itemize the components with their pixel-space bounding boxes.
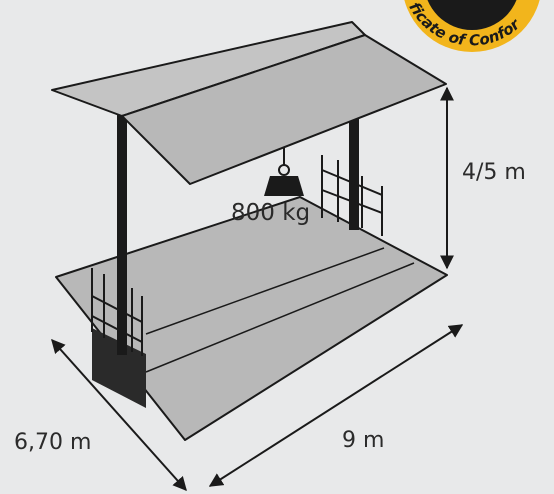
rear-guardrail (321, 155, 383, 236)
roof-right-panel (121, 34, 447, 185)
height-label: 4/5 m (462, 160, 526, 185)
load-label: 800 kg (231, 200, 311, 226)
floor-inner-line (145, 262, 415, 373)
weight-icon (264, 148, 304, 196)
depth-label: 6,70 m (14, 430, 92, 455)
floor-inner-line (145, 247, 385, 335)
width-label: 9 m (342, 428, 385, 453)
certificate-badge: ficate of Confor (404, 0, 540, 52)
front-post (117, 115, 127, 355)
width-dimension-arrow (208, 324, 464, 487)
rear-post (349, 118, 359, 230)
depth-dimension-arrow (51, 338, 187, 492)
floor-platform (55, 196, 448, 441)
